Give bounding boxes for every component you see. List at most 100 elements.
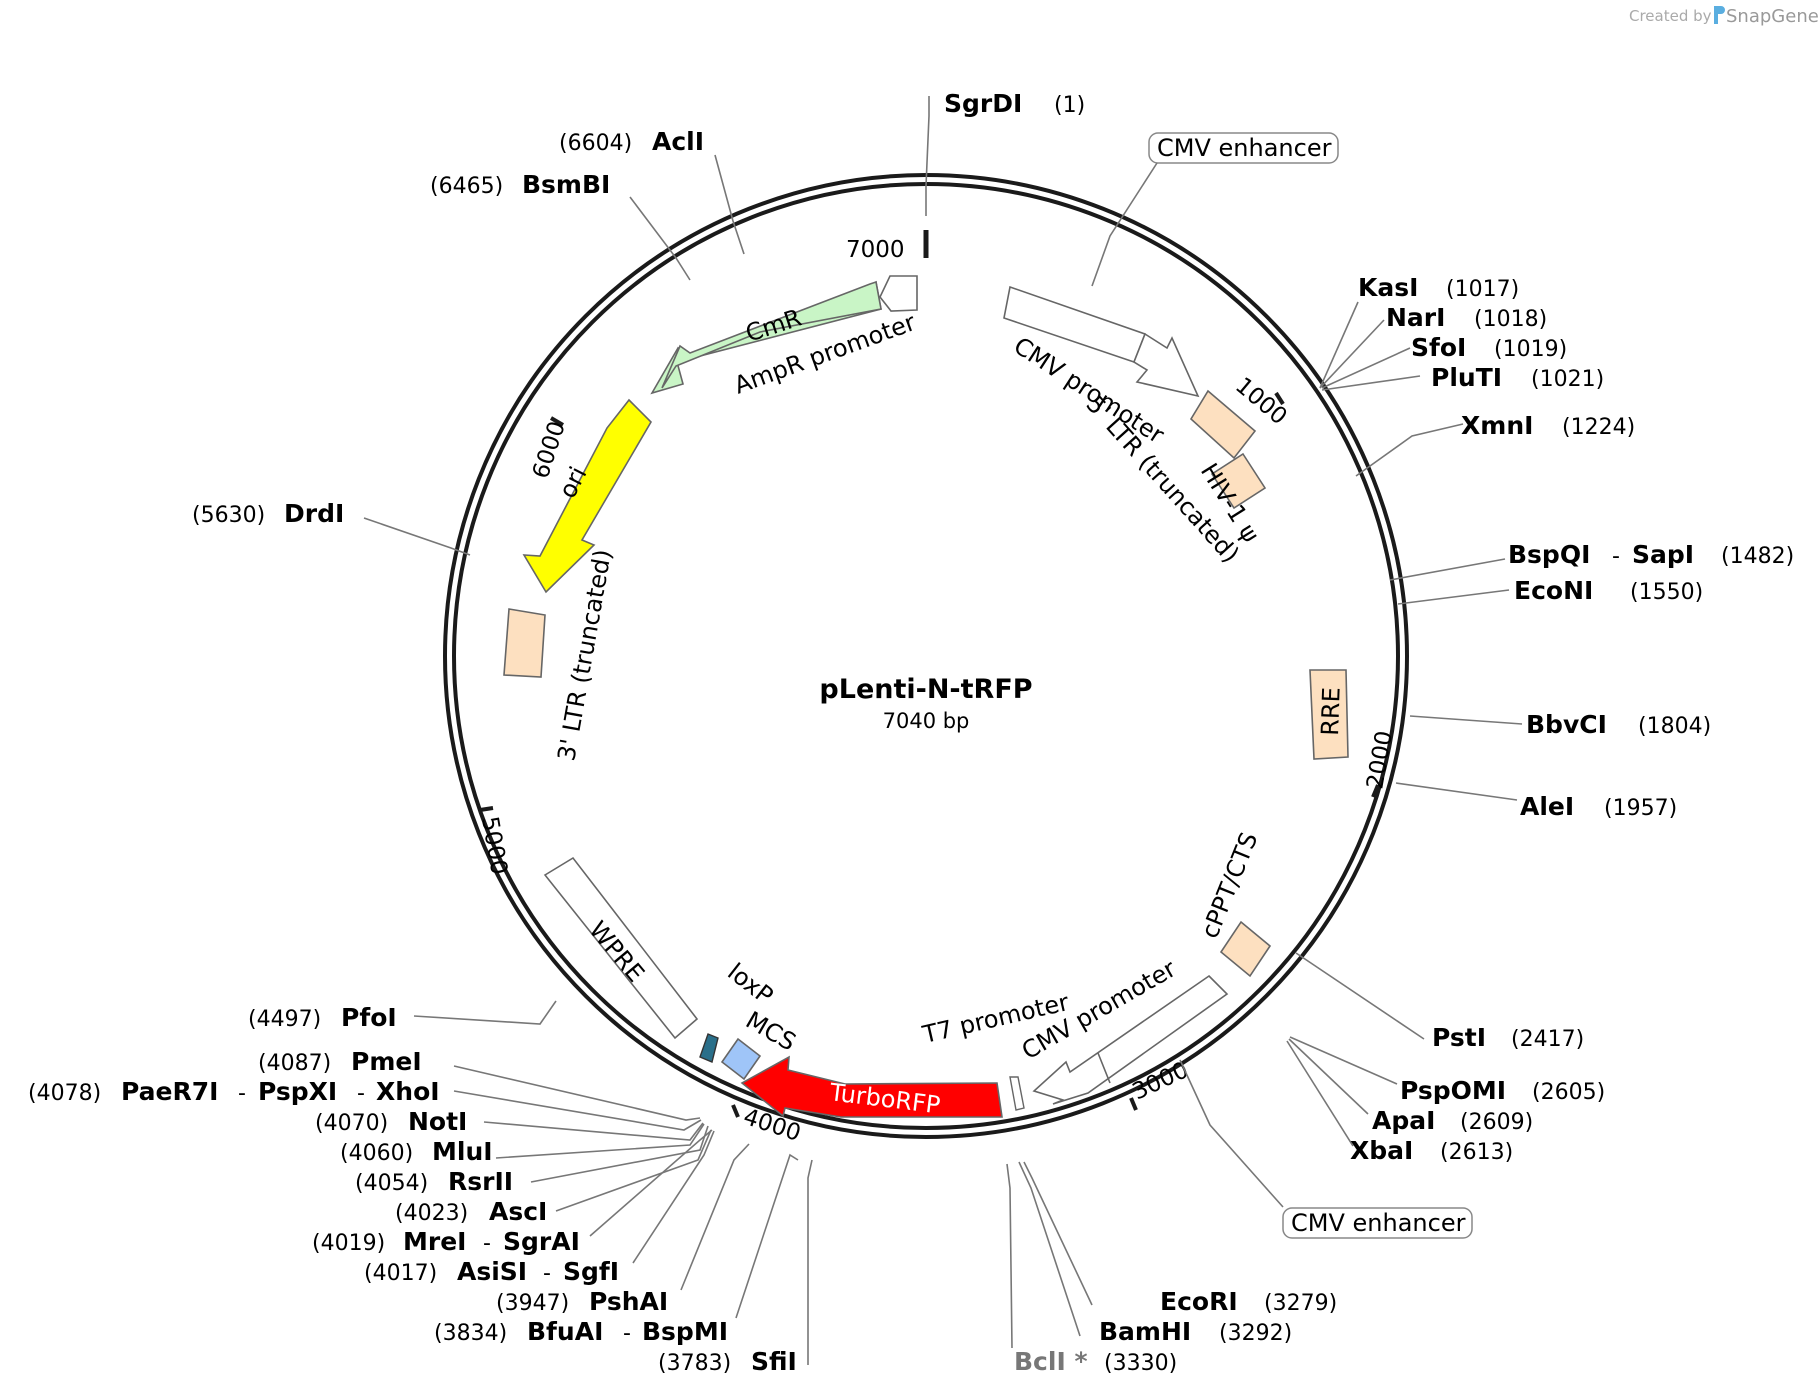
enzyme-bspqi-sep: - [1612,544,1620,569]
enzyme-rsrii-name: RsrII [448,1167,513,1196]
rre-label: RRE [1316,687,1346,736]
tick-mark-1000 [1274,391,1285,406]
tick-label-5000: 5000 [476,815,512,877]
enzyme-xmni-pos: (1224) [1562,415,1635,440]
enzyme-pspxi-name: PspXI [258,1077,337,1106]
tick-mark-4000 [731,1104,740,1118]
enzyme-pluti-name: PluTI [1431,363,1502,392]
cmv-enhancer-top-label: CMV enhancer [1157,134,1332,162]
enzyme-mrei-pos: (4019) [312,1231,385,1256]
cmr-feature-body [661,280,882,389]
enzyme-bfuai-name: BfuAI [527,1317,603,1346]
enzyme-bspmi-name: BspMI [642,1317,728,1346]
enzyme-mrei-sep: - [483,1231,491,1256]
enzyme-paer7i-sep2: - [357,1081,365,1106]
enzyme-bspqi-name: BspQI [1508,540,1590,569]
enzyme-bbvci-name: BbvCI [1526,710,1607,739]
loxp-feature [699,1033,719,1063]
enzyme-paer7i-pos: (4078) [28,1081,101,1106]
enzyme-bamhi-pos: (3292) [1219,1321,1292,1346]
cmv-promoter-top-feature [1133,332,1200,398]
enzyme-pspomi-pos: (2605) [1532,1080,1605,1105]
enzyme-asisi-name: AsiSI [457,1257,527,1286]
hiv-psi-feature [1210,452,1267,510]
enzyme-paer7i-name: PaeR7I [121,1077,218,1106]
enzyme-nari-name: NarI [1386,303,1445,332]
watermark-brand: SnapGene [1726,6,1819,27]
enzyme-alei-name: AleI [1520,792,1574,821]
ori-feature [522,398,653,594]
enzyme-rsrii-pos: (4054) [355,1171,428,1196]
enzyme-sgrdi-name: SgrDI [944,89,1022,118]
enzyme-pfoi-name: PfoI [341,1003,397,1032]
tick-mark-3000 [1129,1097,1138,1111]
enzyme-kasi-name: KasI [1358,273,1418,302]
enzyme-sfoi-name: SfoI [1411,333,1466,362]
enzyme-sfii-name: SfiI [751,1347,797,1376]
ltr3-feature [503,608,546,678]
enzyme-pshai-name: PshAI [589,1287,668,1316]
enzyme-mlui-pos: (4060) [340,1141,413,1166]
enzyme-noti-name: NotI [408,1107,467,1136]
enzyme-pluti-pos: (1021) [1531,367,1604,392]
enzyme-sgfi-name: SgfI [563,1257,619,1286]
cmv-enhancer-bottom-leader [1179,1059,1284,1208]
enzyme-nari-pos: (1018) [1474,307,1547,332]
tick-mark-5000 [479,806,494,812]
cmv-enhancer-top-leader [1091,162,1158,287]
enzyme-apai-name: ApaI [1372,1106,1435,1135]
enzyme-apai-pos: (2609) [1460,1110,1533,1135]
turborfp-feature [740,1055,1003,1118]
enzyme-xmni-name: XmnI [1461,411,1533,440]
enzyme-pspomi-name: PspOMI [1400,1076,1506,1105]
plasmid-size: 7040 bp [883,709,970,733]
enzyme-mlui-name: MluI [432,1137,493,1166]
enzyme-pmei-name: PmeI [351,1047,422,1076]
cmv-enhancer-top-box [1148,132,1339,164]
enzyme-asisi-pos: (4017) [364,1261,437,1286]
enzyme-psti-name: PstI [1432,1023,1486,1052]
enzyme-bsmbi-name: BsmBI [522,170,610,199]
enzyme-psti-pos: (2417) [1511,1027,1584,1052]
enzyme-econi-name: EcoNI [1514,576,1593,605]
tick-mark-2000 [1371,784,1380,798]
enzyme-acli-name: AclI [652,127,704,156]
snapgene-logo-icon [1714,6,1725,24]
enzyme-asci-pos: (4023) [395,1201,468,1226]
enzyme-sfii-pos: (3783) [658,1351,731,1376]
cmv-promoter-bottom-feature [1032,974,1229,1105]
enzyme-sgrdi-pos: (1) [1054,93,1085,118]
cmr-label: CmR [742,304,805,348]
enzyme-bsmbi-pos: (6465) [430,174,503,199]
enzyme-pfoi-pos: (4497) [248,1007,321,1032]
enzyme-xhoi-name: XhoI [376,1077,440,1106]
enzyme-bfuai-sep: - [623,1321,631,1346]
enzyme-pshai-pos: (3947) [496,1291,569,1316]
enzyme-xbai-pos: (2613) [1440,1140,1513,1165]
ampr-promoter-feature [879,275,918,312]
enzyme-sfoi-pos: (1019) [1494,337,1567,362]
enzyme-econi-pos: (1550) [1630,580,1703,605]
enzyme-alei-pos: (1957) [1604,796,1677,821]
enzyme-ecori-pos: (3279) [1264,1291,1337,1316]
enzyme-ecori-name: EcoRI [1160,1287,1238,1316]
cmv-enhancer-bottom-box [1282,1207,1473,1239]
enzyme-pmei-pos: (4087) [258,1051,331,1076]
plasmid-name: pLenti-N-tRFP [819,674,1032,705]
enzyme-drdi-pos: (5630) [192,503,265,528]
enzyme-asisi-sep: - [543,1261,551,1286]
loxp-label: loxP [722,958,778,1010]
tick-label-7000: 7000 [846,237,905,263]
ltr5-feature [1189,389,1257,460]
enzyme-bfuai-pos: (3834) [434,1321,507,1346]
cppt-feature [1219,920,1272,978]
cppt-label: cPPT/CTS [1196,828,1264,942]
tick-label-2000: 2000 [1362,729,1398,791]
enzyme-bbvci-pos: (1804) [1638,714,1711,739]
enzyme-noti-pos: (4070) [315,1111,388,1136]
wpre-feature [543,856,699,1040]
enzyme-drdi-name: DrdI [284,499,344,528]
enzyme-leader-lines [363,96,1523,1365]
enzyme-xbai-name: XbaI [1350,1136,1413,1165]
